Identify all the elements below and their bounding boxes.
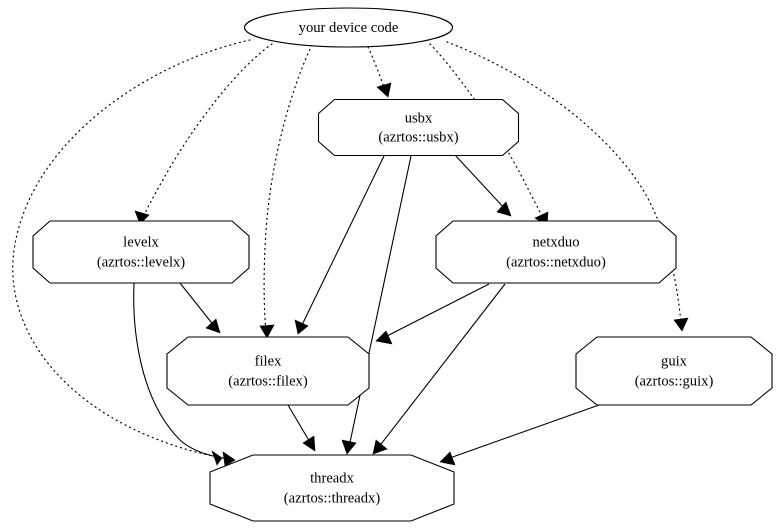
node-devicecode-label-line1: your device code xyxy=(299,20,399,36)
node-levelx-label-line2: (azrtos::levelx) xyxy=(97,254,185,270)
edge-levelx-filex xyxy=(179,282,221,334)
node-devicecode-shape[interactable] xyxy=(243,7,454,48)
edge-usbx-netxduo xyxy=(454,154,512,217)
node-levelx-label-line1: levelx xyxy=(123,234,159,250)
node-guix[interactable]: guix (azrtos::guix) xyxy=(575,336,773,406)
node-filex[interactable]: filex (azrtos::filex) xyxy=(166,336,370,406)
edge-usbx-filex xyxy=(294,155,385,335)
node-netxduo[interactable]: netxduo (azrtos::netxduo) xyxy=(435,220,677,284)
node-filex-label-line1: filex xyxy=(255,353,282,369)
node-guix-shape[interactable] xyxy=(575,336,773,406)
node-filex-shape[interactable] xyxy=(166,336,370,406)
node-layer: your device code usbx (azrtos::usbx) lev… xyxy=(32,7,773,522)
edge-levelx-threadx xyxy=(133,282,236,467)
node-levelx-shape[interactable] xyxy=(32,220,250,284)
node-netxduo-shape[interactable] xyxy=(435,220,677,284)
node-usbx-shape[interactable] xyxy=(317,98,520,157)
node-threadx-shape[interactable] xyxy=(209,454,455,522)
edge-netxduo-filex xyxy=(375,283,490,345)
node-usbx-label-line1: usbx xyxy=(405,110,433,126)
node-threadx-label-line2: (azrtos::threadx) xyxy=(284,490,381,506)
edge-netxduo-threadx xyxy=(372,283,506,455)
edge-devicecode-guix xyxy=(446,41,689,332)
node-netxduo-label-line1: netxduo xyxy=(532,234,579,250)
edge-devicecode-threadx xyxy=(12,39,251,466)
edge-usbx-threadx xyxy=(341,155,412,455)
node-levelx[interactable]: levelx (azrtos::levelx) xyxy=(32,220,250,284)
edge-layer xyxy=(12,39,689,467)
node-netxduo-label-line2: (azrtos::netxduo) xyxy=(506,254,606,270)
edge-devicecode-filex xyxy=(259,44,313,339)
node-usbx[interactable]: usbx (azrtos::usbx) xyxy=(317,98,520,157)
edge-guix-threadx xyxy=(439,404,600,466)
node-threadx[interactable]: threadx (azrtos::threadx) xyxy=(209,454,455,522)
node-threadx-label-line1: threadx xyxy=(310,470,354,486)
node-filex-label-line2: (azrtos::filex) xyxy=(228,373,308,389)
edge-filex-threadx xyxy=(287,404,316,452)
edge-devicecode-levelx xyxy=(134,43,273,225)
node-devicecode[interactable]: your device code xyxy=(243,7,454,48)
edge-devicecode-usbx xyxy=(367,46,392,98)
node-guix-label-line1: guix xyxy=(661,353,688,369)
node-usbx-label-line2: (azrtos::usbx) xyxy=(378,129,458,145)
node-guix-label-line2: (azrtos::guix) xyxy=(635,373,714,389)
